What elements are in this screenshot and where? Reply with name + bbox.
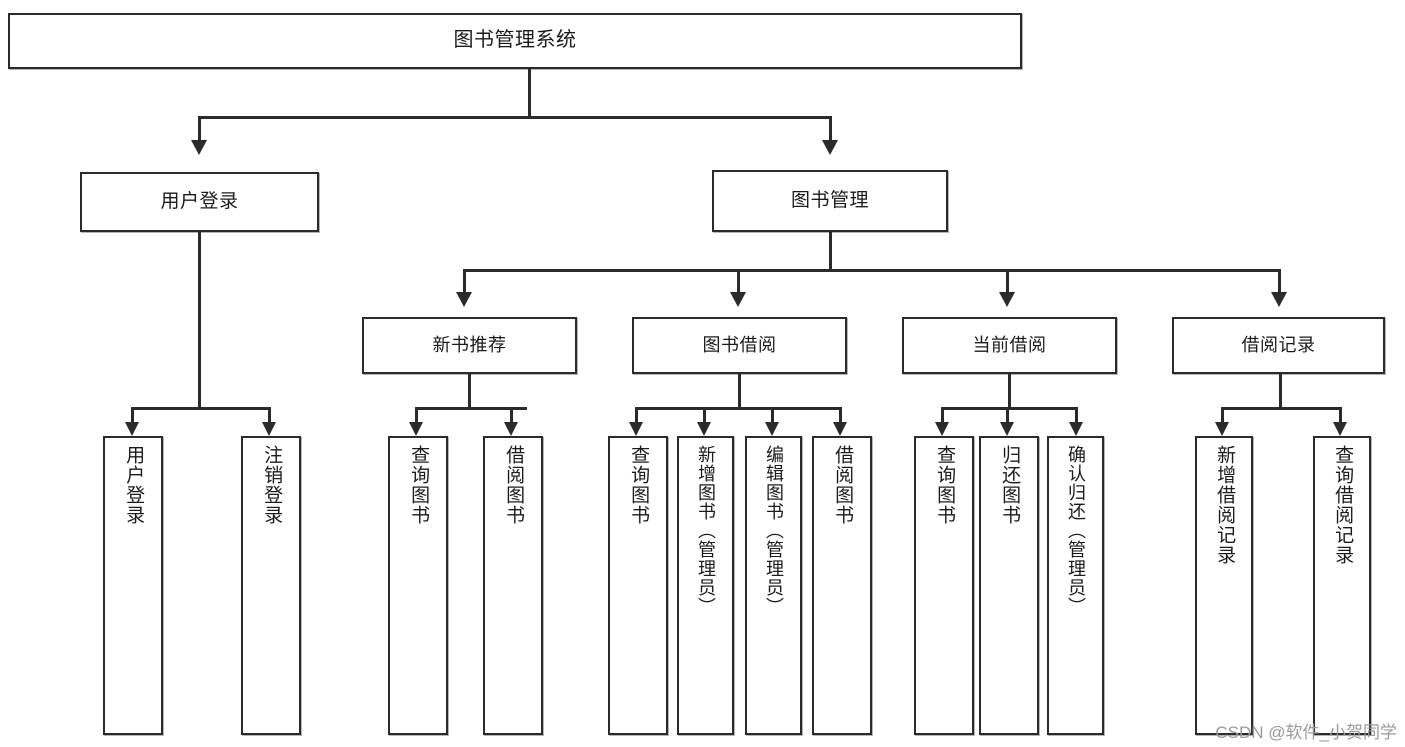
arrowhead-cb-return [1000, 422, 1014, 436]
node-label: 查询图书 [408, 445, 430, 525]
node-label: 查询借阅记录 [1332, 445, 1354, 565]
node-label: 确认归还（管理员） [1066, 445, 1087, 616]
csdn-watermark: CSDN @软件_小贺同学 [1215, 723, 1397, 742]
connector-current-borrow-stem [1008, 374, 1011, 410]
node-label: 归还图书 [999, 445, 1021, 525]
arrowhead-leaf-logout [262, 422, 276, 436]
node-label: 借阅记录 [1241, 334, 1316, 355]
arrowhead-bb-add [697, 422, 711, 436]
connector-drop-current-borrow [1006, 269, 1009, 295]
connector-drop-bb-edit [771, 407, 774, 425]
node-label: 图书借阅 [702, 334, 777, 355]
node-label: 当前借阅 [972, 334, 1047, 355]
node-label: 查询图书 [934, 445, 956, 525]
connector-user-login-stem [198, 232, 201, 410]
arrowhead-bb-borrow [833, 422, 847, 436]
connector-new-book-recommend-bus [415, 407, 527, 410]
connector-current-borrow-bus [941, 407, 1078, 410]
connector-borrow-record-stem [1279, 374, 1282, 410]
arrowhead-br-add [1215, 422, 1229, 436]
node-label: 新书推荐 [432, 334, 507, 355]
leaf-cb-confirm-return-admin[interactable]: 确认归还（管理员） [1047, 436, 1104, 735]
node-label: 图书管理系统 [453, 29, 577, 52]
connector-drop-leaf-logout [268, 407, 271, 425]
node-label: 借阅图书 [503, 445, 525, 525]
leaf-bb-search-book[interactable]: 查询图书 [608, 436, 668, 735]
connector-book-management-stem [829, 232, 832, 272]
connector-book-borrow-stem [738, 374, 741, 410]
node-label: 新增图书（管理员） [696, 445, 717, 616]
leaf-cb-return-book[interactable]: 归还图书 [979, 436, 1039, 735]
arrowhead-book-borrow [730, 292, 746, 307]
connector-drop-nbr-search [415, 407, 418, 425]
node-current-borrow[interactable]: 当前借阅 [902, 317, 1117, 374]
node-label: 图书管理 [790, 189, 869, 211]
arrowhead-cb-confirm [1069, 422, 1083, 436]
connector-borrow-record-bus [1221, 407, 1341, 410]
connector-drop-bb-borrow [839, 407, 842, 425]
connector-level3-bus [463, 269, 1281, 272]
leaf-bb-borrow-book[interactable]: 借阅图书 [812, 436, 872, 735]
connector-drop-cb-search [941, 407, 944, 425]
node-label: 用户登录 [123, 445, 145, 525]
arrowhead-cb-search [935, 422, 949, 436]
connector-drop-nbr-borrow [510, 407, 513, 425]
node-label: 注销登录 [261, 445, 283, 525]
arrowhead-leaf-user-login [125, 422, 139, 436]
connector-drop-new-book-recommend [463, 269, 466, 295]
connector-drop-bb-add [703, 407, 706, 425]
node-label: 编辑图书（管理员） [764, 445, 785, 616]
leaf-br-search-record[interactable]: 查询借阅记录 [1313, 436, 1371, 735]
connector-drop-cb-return [1006, 407, 1009, 425]
arrowhead-bb-search [629, 422, 643, 436]
connector-drop-borrow-record [1278, 269, 1281, 295]
leaf-bb-add-book-admin[interactable]: 新增图书（管理员） [677, 436, 734, 735]
node-book-management[interactable]: 图书管理 [712, 170, 948, 232]
arrowhead-book-management [822, 140, 838, 155]
connector-book-borrow-bus [635, 407, 841, 410]
node-user-login[interactable]: 用户登录 [80, 172, 319, 232]
node-book-borrow[interactable]: 图书借阅 [632, 317, 847, 374]
arrowhead-new-book-recommend [456, 292, 472, 307]
leaf-user-login[interactable]: 用户登录 [103, 436, 163, 735]
node-label: 查询图书 [628, 445, 650, 525]
connector-drop-bb-search [635, 407, 638, 425]
node-label: 新增借阅记录 [1214, 445, 1236, 565]
node-new-book-recommend[interactable]: 新书推荐 [362, 317, 577, 374]
arrowhead-user-login [191, 140, 207, 155]
node-label: 用户登录 [160, 190, 239, 212]
connector-user-login-bus [131, 407, 271, 410]
leaf-br-add-record[interactable]: 新增借阅记录 [1195, 436, 1253, 735]
connector-root-stem [528, 69, 531, 118]
node-label: 借阅图书 [832, 445, 854, 525]
arrowhead-bb-edit [765, 422, 779, 436]
connector-drop-br-add [1221, 407, 1224, 425]
leaf-nbr-search-book[interactable]: 查询图书 [388, 436, 448, 735]
arrowhead-br-search [1333, 422, 1347, 436]
arrowhead-borrow-record [1271, 292, 1287, 307]
connector-new-book-recommend-stem [468, 374, 471, 410]
leaf-nbr-borrow-book[interactable]: 借阅图书 [483, 436, 543, 735]
connector-drop-br-search [1339, 407, 1342, 425]
connector-drop-user-login [198, 116, 201, 143]
leaf-cb-search-book[interactable]: 查询图书 [914, 436, 974, 735]
connector-drop-book-borrow [737, 269, 740, 295]
connector-drop-book-management [829, 116, 832, 143]
connector-drop-leaf-user-login [131, 407, 134, 425]
arrowhead-current-borrow [999, 292, 1015, 307]
leaf-logout[interactable]: 注销登录 [241, 436, 301, 735]
arrowhead-nbr-borrow [504, 422, 518, 436]
node-borrow-record[interactable]: 借阅记录 [1172, 317, 1385, 374]
connector-drop-cb-confirm [1075, 407, 1078, 425]
node-root-book-management-system[interactable]: 图书管理系统 [8, 13, 1022, 69]
connector-level2-bus [198, 116, 832, 119]
leaf-bb-edit-book-admin[interactable]: 编辑图书（管理员） [745, 436, 802, 735]
arrowhead-nbr-search [409, 422, 423, 436]
